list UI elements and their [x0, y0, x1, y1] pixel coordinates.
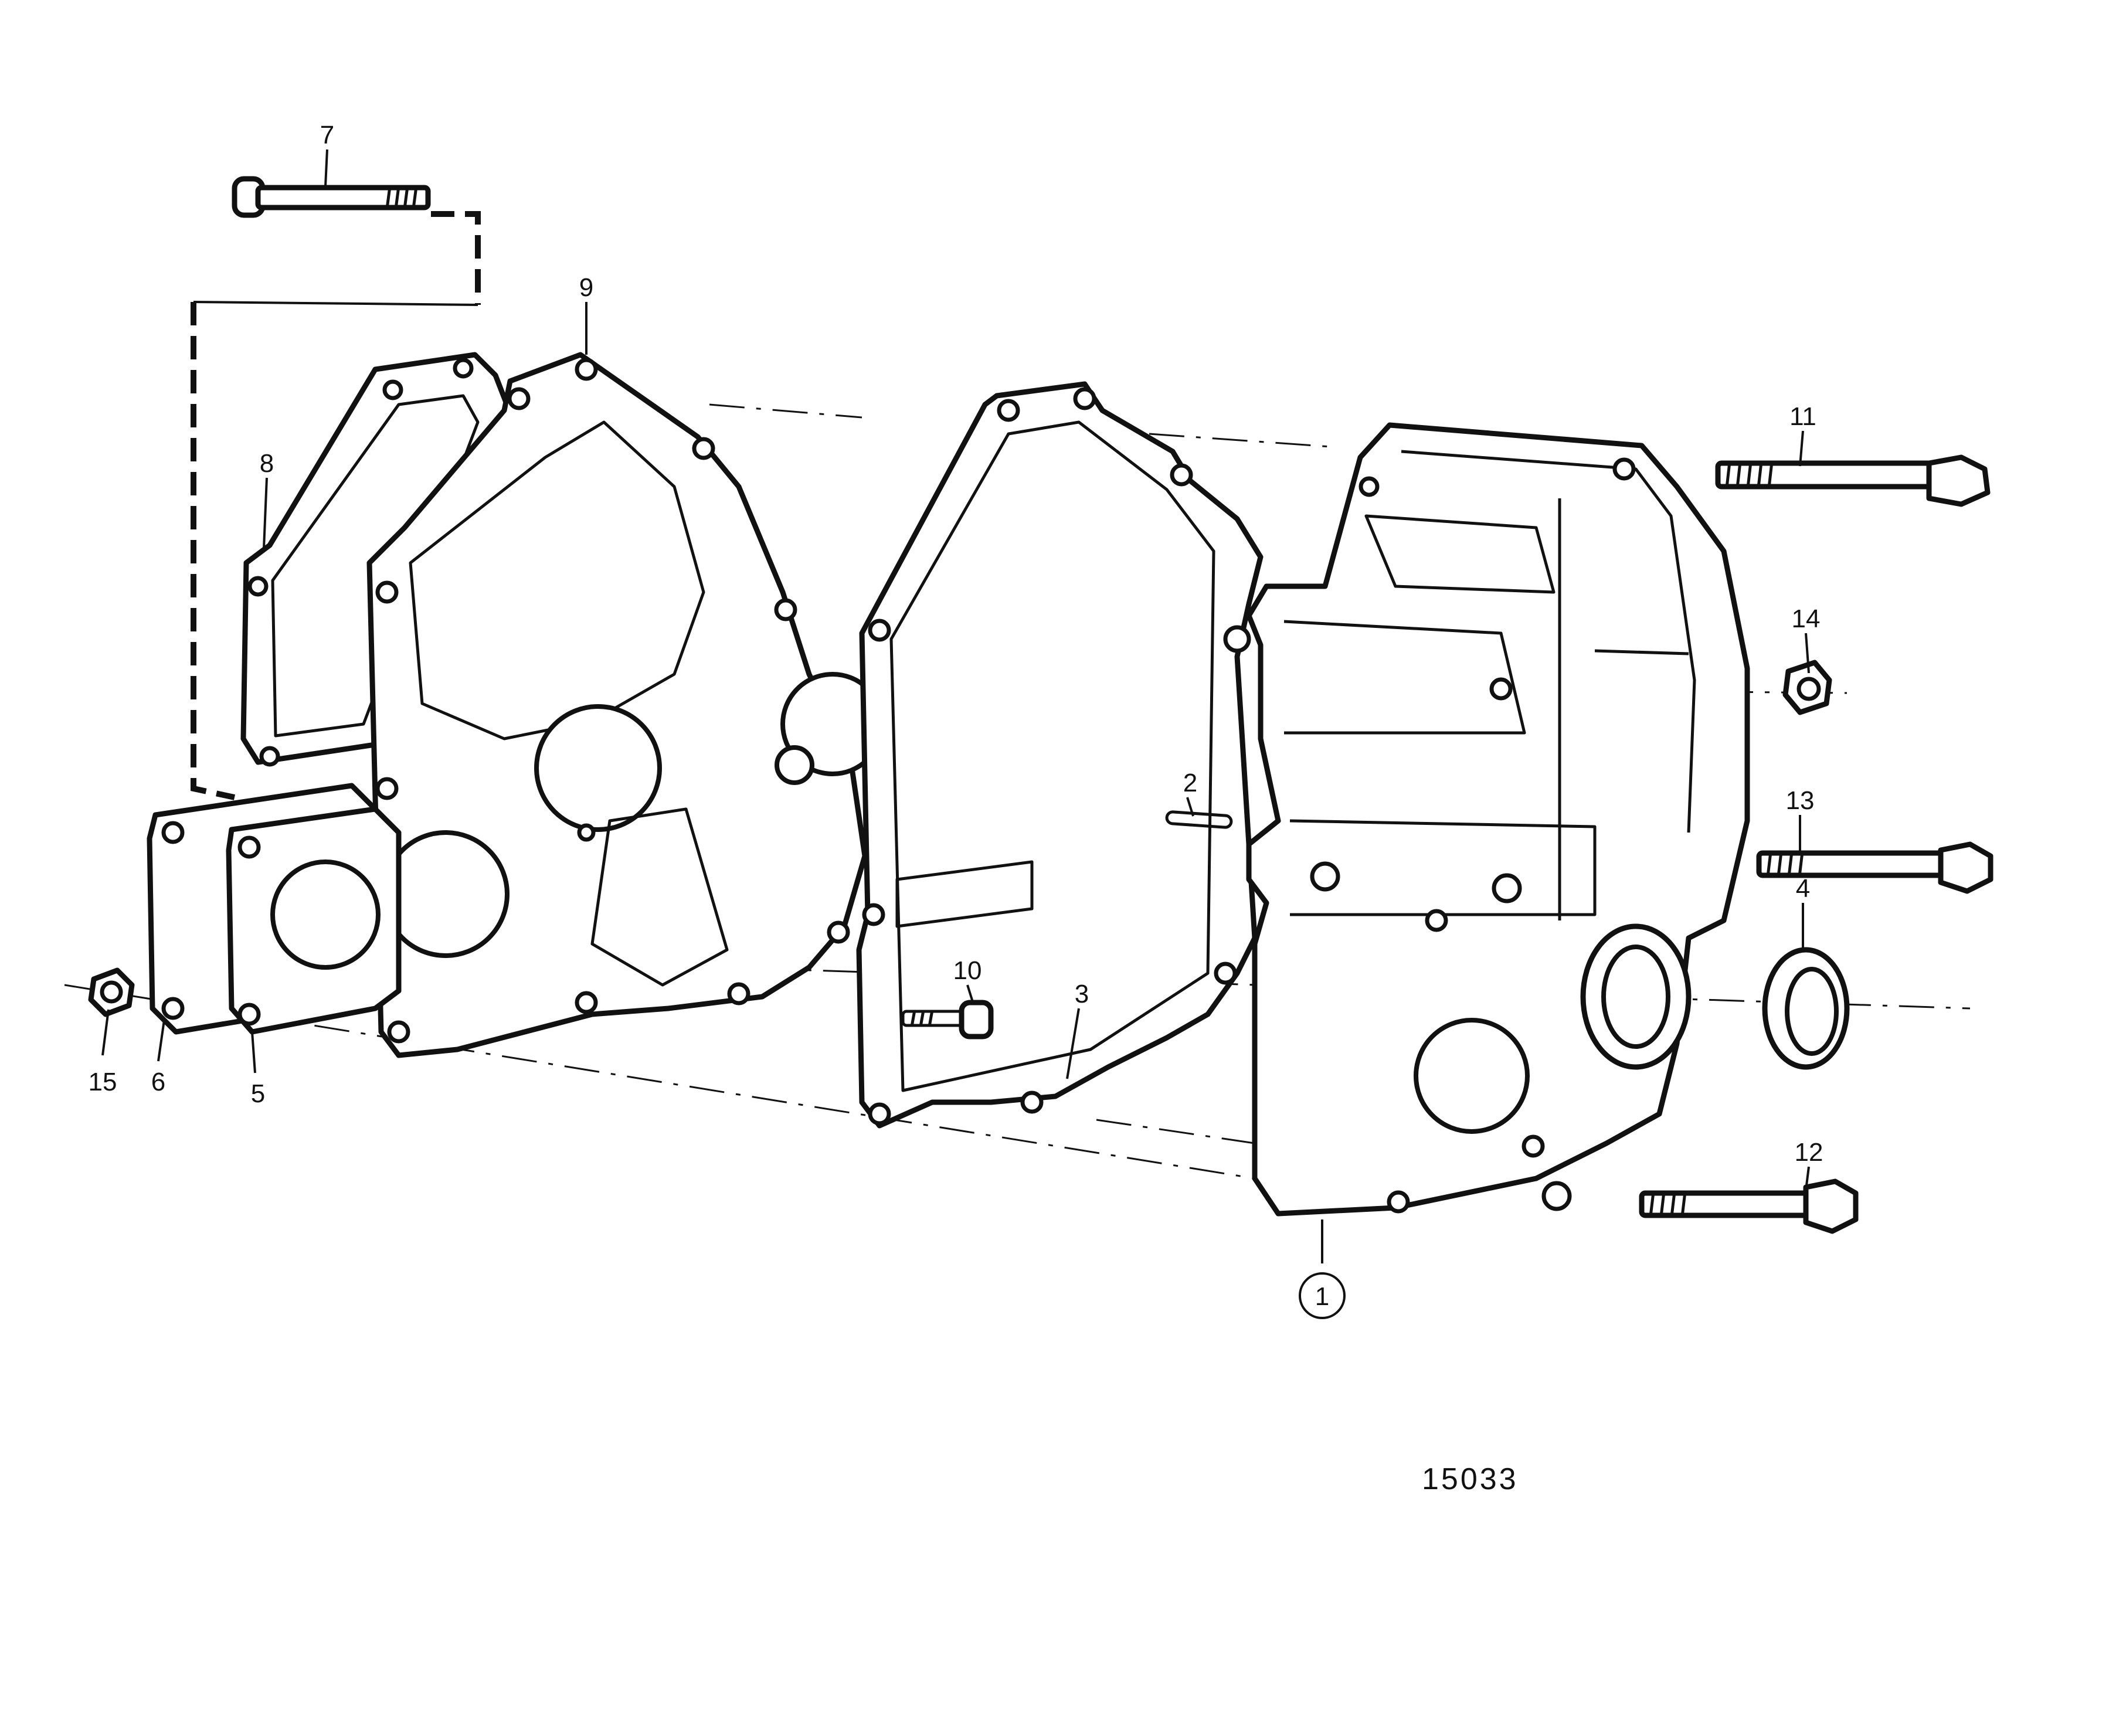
callout-5: 5	[251, 1079, 265, 1108]
seal-ring-4	[1762, 947, 1850, 1070]
bolt-12	[1639, 1178, 1859, 1234]
nut-14	[1782, 660, 1832, 715]
callout-8: 8	[260, 449, 274, 478]
bolt-11	[1715, 454, 1991, 507]
timing-plate-9	[366, 352, 885, 1058]
nut-15	[88, 967, 135, 1017]
drawing-number: 15033	[1422, 1462, 1519, 1496]
callout-labels: 1 2 3 4 5 6 7 8 9 10 11 12 13 14 15	[89, 121, 1823, 1319]
callout-12: 12	[1795, 1138, 1823, 1167]
callout-2: 2	[1183, 769, 1197, 797]
leader-lines	[101, 149, 1810, 1263]
gasket-3	[856, 381, 1264, 1129]
callout-1: 1	[1315, 1282, 1329, 1311]
callout-10: 10	[953, 956, 982, 985]
screw-10	[901, 1000, 994, 1039]
gasket-5	[226, 806, 402, 1035]
callout-9: 9	[579, 273, 593, 302]
bolt-7	[232, 176, 431, 218]
callout-14: 14	[1792, 604, 1821, 633]
callout-4: 4	[1796, 874, 1810, 903]
bolt-13	[1756, 841, 1993, 894]
timing-cover-1	[1223, 422, 1750, 1217]
callout-13: 13	[1786, 786, 1815, 815]
callout-6: 6	[151, 1068, 165, 1096]
callout-7: 7	[320, 121, 334, 150]
callout-11: 11	[1789, 402, 1816, 431]
callout-3: 3	[1075, 980, 1089, 1008]
callout-15: 15	[89, 1068, 117, 1096]
bolt-7-path-dashed	[191, 211, 481, 800]
callout-1-circle	[1299, 1272, 1346, 1319]
dowel-pin-2	[1165, 810, 1233, 829]
